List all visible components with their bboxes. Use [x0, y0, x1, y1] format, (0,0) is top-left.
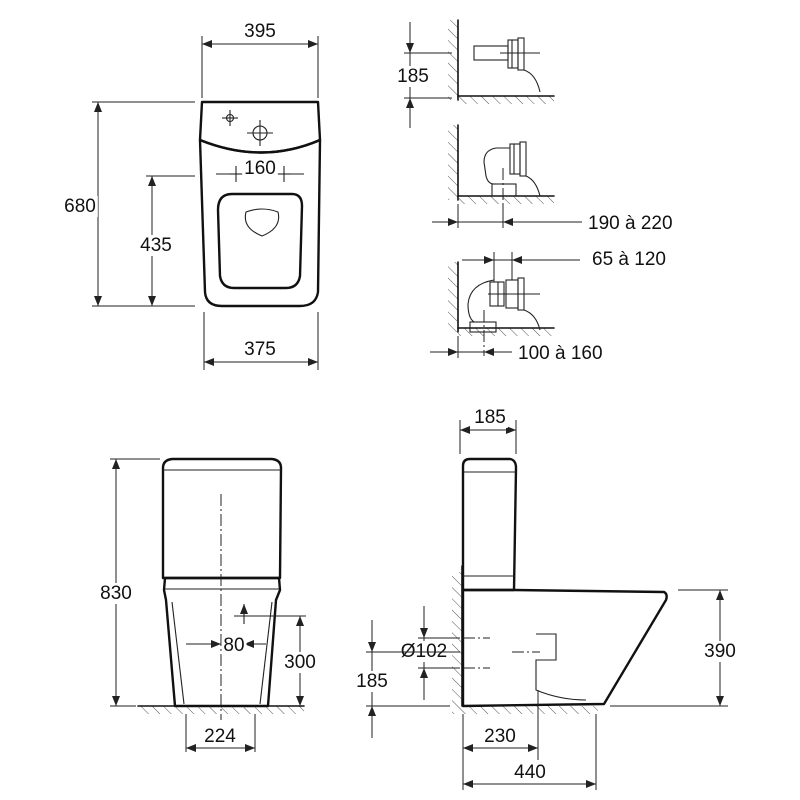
dim-base-width: 224 [204, 726, 236, 747]
detail-floor-outlet: 190 à 220 [432, 124, 675, 234]
label-background [516, 343, 605, 364]
label-background [590, 249, 668, 270]
label-background [202, 726, 239, 747]
label-background [482, 726, 518, 747]
top-view-seat-opening [244, 208, 280, 237]
dim-outlet-height-front: 300 [284, 652, 316, 673]
label-background [242, 21, 278, 42]
front-view: 830 80 300 224 [98, 457, 318, 752]
label-background [472, 407, 508, 428]
dim-total-depth: 680 [64, 196, 96, 217]
label-background [586, 213, 675, 234]
label-background [512, 762, 548, 783]
dim-total-length: 440 [514, 762, 546, 783]
side-view-bowl-outline [461, 588, 668, 708]
side-view-tank-outline [461, 457, 518, 592]
dim-outlet-floor-distance: 230 [484, 726, 516, 747]
dim-total-height: 830 [100, 583, 132, 604]
dim-tank-depth: 185 [474, 407, 506, 428]
dim-seat-depth: 435 [140, 235, 172, 256]
dim-outlet-spacing: 80 [223, 635, 244, 656]
dim-top-width: 395 [244, 21, 276, 42]
label-background [242, 158, 278, 179]
dim-hole-spacing: 160 [244, 158, 276, 179]
side-view: 185 Ø102 185 390 230 440 [354, 407, 738, 790]
detail-wall-outlet: 185 [395, 19, 555, 128]
label-background [138, 235, 174, 256]
top-view: 395 680 435 160 375 [62, 21, 322, 370]
label-background [702, 641, 738, 662]
label-background [282, 652, 318, 673]
label-background [354, 671, 390, 692]
top-view-bowl-outline [198, 138, 322, 308]
dim-outlet-height-side: 185 [356, 671, 388, 692]
label-background [395, 66, 431, 87]
label-background [98, 583, 134, 604]
dim-bottom-width: 375 [244, 339, 276, 360]
dim-floor-offset-a: 190 à 220 [588, 213, 673, 234]
dim-offset-c: 100 à 160 [518, 343, 603, 364]
dim-offset-b: 65 à 120 [592, 249, 666, 270]
label-background [242, 339, 278, 360]
top-view-seat-outline [216, 192, 304, 290]
front-view-tank-outline [161, 457, 283, 580]
dim-side-height: 390 [704, 641, 736, 662]
label-background [221, 635, 247, 656]
side-view-trap [535, 633, 587, 701]
detail-angled-outlet: 65 à 120 100 à 160 [430, 249, 668, 364]
label-background [62, 196, 98, 217]
dim-wall-outlet-height: 185 [397, 66, 429, 87]
